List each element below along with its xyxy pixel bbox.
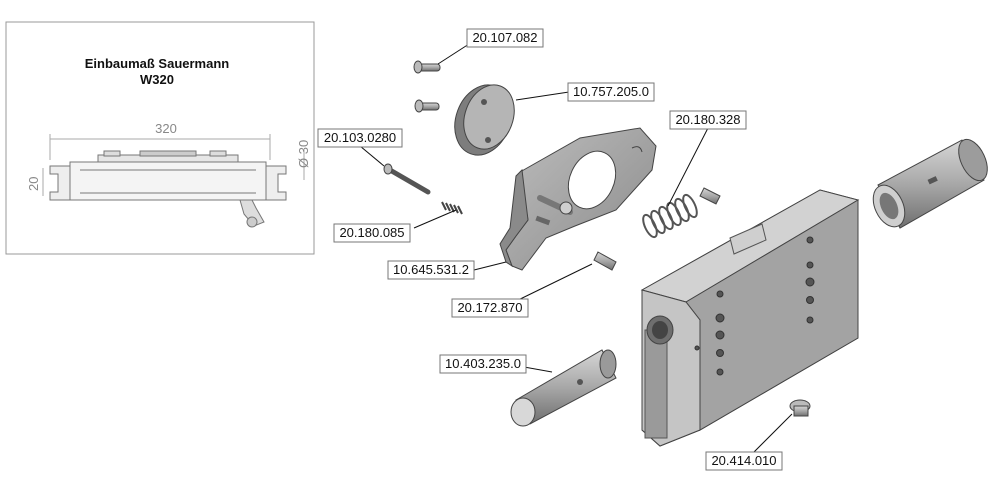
diameter-dimension-label: Ø 30 (296, 140, 311, 168)
svg-text:20.103.0280: 20.103.0280 (324, 130, 396, 145)
hook-plate-part (499, 127, 657, 271)
height-dimension-label: 20 (26, 177, 41, 191)
dimension-inset: Einbaumaß Sauermann W320 320 20 Ø 30 (5, 21, 315, 255)
label-screw-top: 20.107.082 (466, 28, 544, 48)
svg-text:10.645.531.2: 10.645.531.2 (393, 262, 469, 277)
svg-text:20.414.010: 20.414.010 (711, 453, 776, 468)
label-large-spring: 20.180.328 (669, 110, 747, 130)
long-screw-part (383, 163, 431, 195)
svg-text:10.757.205.0: 10.757.205.0 (573, 84, 649, 99)
svg-text:20.107.082: 20.107.082 (472, 30, 537, 45)
plug-part (789, 399, 811, 417)
inset-title-line2: W320 (140, 72, 174, 87)
label-pin-small: 20.172.870 (451, 298, 529, 318)
inset-frame (5, 21, 315, 255)
label-small-spring: 20.180.085 (333, 223, 411, 243)
label-hook-plate: 10.645.531.2 (387, 260, 475, 280)
svg-text:10.403.235.0: 10.403.235.0 (445, 356, 521, 371)
svg-text:20.180.328: 20.180.328 (675, 112, 740, 127)
label-plug: 20.414.010 (705, 451, 783, 471)
label-long-screw: 20.103.0280 (317, 128, 403, 148)
bolt-long-part (510, 349, 617, 427)
pin-small-part (593, 251, 617, 271)
part-labels: 20.107.082 10.757.205.0 20.103.0280 20.1… (317, 28, 783, 471)
spring-pin-part (699, 187, 721, 205)
sleeve-right (872, 138, 988, 229)
width-dimension-label: 320 (155, 121, 177, 136)
small-spring-part (441, 201, 463, 215)
label-bolt-long: 10.403.235.0 (439, 354, 527, 374)
cover-disc-part (454, 84, 515, 156)
coupling-side-view (49, 150, 287, 228)
svg-text:20.180.085: 20.180.085 (339, 225, 404, 240)
large-spring-part (642, 193, 698, 239)
label-cover-disc: 10.757.205.0 (567, 82, 655, 102)
leader-lines (359, 43, 793, 457)
coupling-block (640, 189, 860, 447)
svg-text:20.172.870: 20.172.870 (457, 300, 522, 315)
screw-top-part (413, 60, 441, 74)
inset-title-line1: Einbaumaß Sauermann (85, 56, 230, 71)
screw-middle-part (414, 99, 440, 113)
